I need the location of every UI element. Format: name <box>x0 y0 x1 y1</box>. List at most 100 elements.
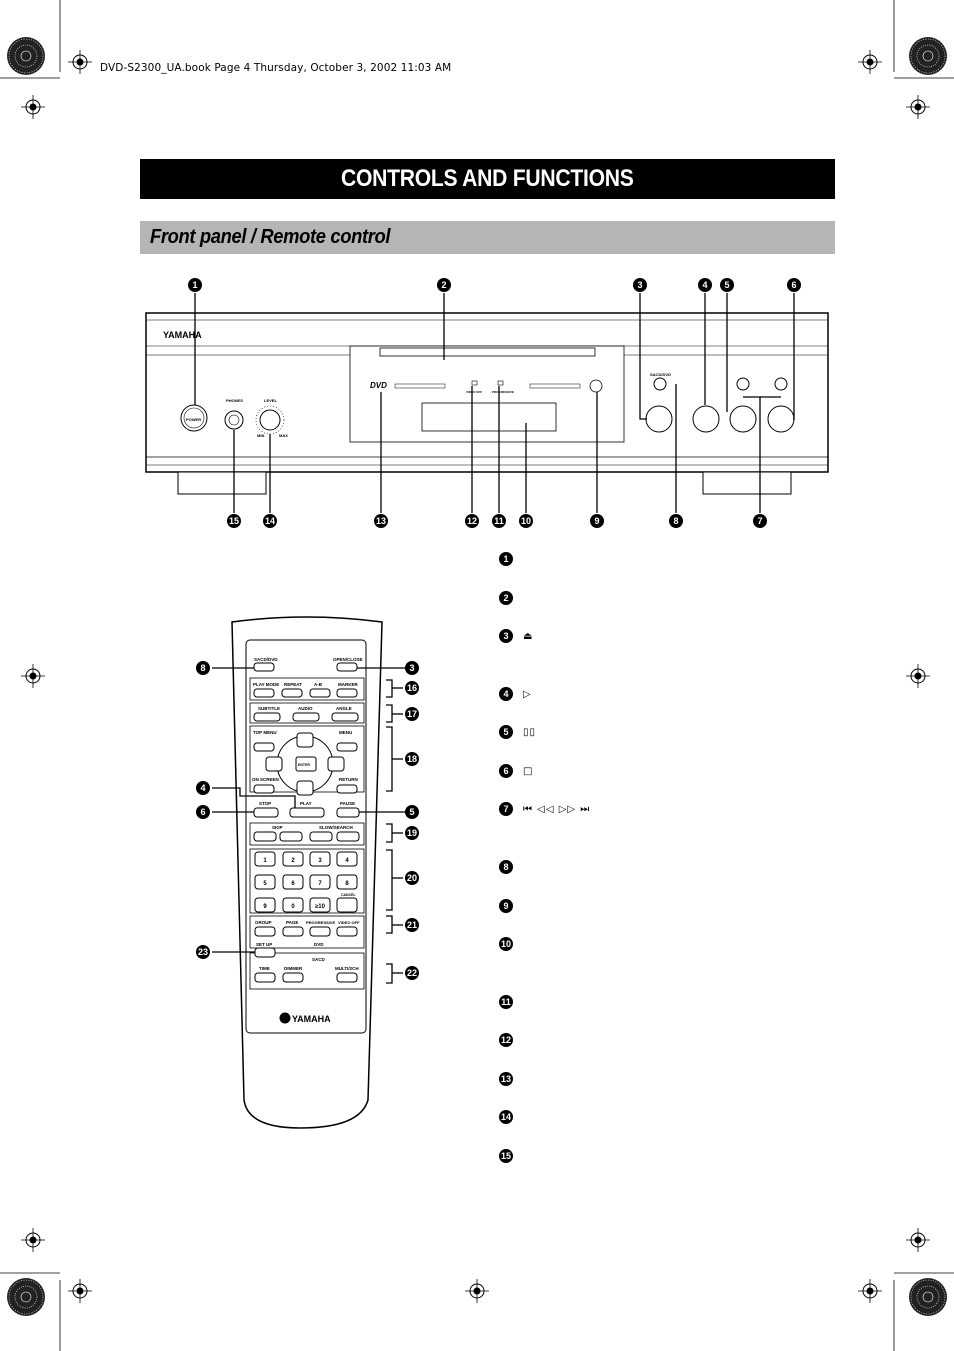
progressive-label: PROGRESSIVE <box>492 390 514 394</box>
remote-page: PAGE <box>286 920 298 925</box>
section-heading-text: Front panel / Remote control <box>150 226 391 248</box>
remote-play-mode: PLAY MODE <box>253 682 279 687</box>
callout-4: 4 <box>698 278 712 292</box>
play-icon: ▷ <box>523 688 532 700</box>
remote-labels: SACD/DVD OPEN/CLOSE PLAY MODE REPEAT A-B… <box>252 657 363 1024</box>
remote-digit: 4 <box>345 858 349 864</box>
list-item: 13 <box>499 1071 523 1087</box>
remote-callout-3: 3 <box>405 661 419 675</box>
remote-callout-22: 22 <box>405 966 419 980</box>
remote-digit: 7 <box>318 881 322 887</box>
registration-sun-mark <box>908 1277 948 1317</box>
remote-audio: AUDIO <box>298 706 313 711</box>
list-number: 14 <box>499 1110 513 1124</box>
remote-illustration <box>231 616 383 1129</box>
callout-13: 13 <box>374 514 388 528</box>
remote-marker: MARKER <box>338 682 358 687</box>
list-item: 2 <box>499 590 523 606</box>
remote-digit: 0 <box>291 904 295 910</box>
skip-search-icons: ⏮ ◁◁ ▷▷ ⏭ <box>523 803 591 815</box>
remote-callout-18: 18 <box>405 752 419 766</box>
registration-mark <box>905 1227 931 1253</box>
remote-enter: ENTER <box>298 763 310 767</box>
remote-slow-search: SLOW/SEARCH <box>319 825 353 830</box>
registration-mark <box>464 1278 490 1304</box>
remote-brand: YAMAHA <box>292 1014 331 1024</box>
remote-callout-lines <box>212 667 405 984</box>
remote-digit: 9 <box>263 904 267 910</box>
list-item: 15 <box>499 1148 523 1164</box>
registration-mark <box>905 663 931 689</box>
registration-sun-mark <box>6 36 46 76</box>
list-number: 8 <box>499 860 513 874</box>
remote-multi-2ch: MULTI/2CH <box>335 966 359 971</box>
remote-set-up: SET UP <box>256 942 272 947</box>
front-panel-labels: YAMAHA POWER PHONES LEVEL MIN MAX DVD VI… <box>163 330 671 438</box>
list-number: 4 <box>499 687 513 701</box>
registration-mark <box>857 49 883 75</box>
pause-icon: ▯▯ <box>523 726 537 738</box>
list-item: 1 <box>499 551 523 567</box>
remote-progressive: PROGRESSIVE <box>306 920 335 925</box>
remote-dimmer: DIMMER <box>284 966 303 971</box>
callout-3: 3 <box>633 278 647 292</box>
remote-callout-6: 6 <box>196 805 210 819</box>
remote-sacd-dvd: SACD/DVD <box>254 657 278 662</box>
remote-a-b: A-B <box>314 682 323 687</box>
remote-callout-16: 16 <box>405 681 419 695</box>
dvd-logo: DVD <box>370 381 387 390</box>
level-label: LEVEL <box>264 398 277 403</box>
remote-cancel: CANCEL <box>341 893 356 897</box>
list-item: 10 <box>499 936 523 952</box>
remote-group: GROUP <box>255 920 272 925</box>
page-title-text: CONTROLS AND FUNCTIONS <box>341 165 634 192</box>
remote-repeat: REPEAT <box>284 682 302 687</box>
remote-callout-17: 17 <box>405 707 419 721</box>
registration-mark <box>67 1278 93 1304</box>
list-item: 8 <box>499 859 523 875</box>
remote-digit: 2 <box>291 858 295 864</box>
list-number: 3 <box>499 629 513 643</box>
callout-9: 9 <box>590 514 604 528</box>
remote-callout-23: 23 <box>196 945 210 959</box>
remote-digit-labels: 1 2 3 4 5 6 7 8 9 0 ≥10 <box>263 858 349 910</box>
remote-time: TIME <box>259 966 270 971</box>
remote-digit: ≥10 <box>315 904 326 910</box>
remote-callout-20: 20 <box>405 871 419 885</box>
remote-stop: STOP <box>259 801 271 806</box>
callout-2: 2 <box>437 278 451 292</box>
power-label: POWER <box>186 417 201 422</box>
eject-icon: ⏏ <box>523 630 534 642</box>
list-item: 14 <box>499 1109 523 1125</box>
list-item: 11 <box>499 994 523 1010</box>
remote-menu: MENU <box>339 730 352 735</box>
list-item: 12 <box>499 1032 523 1048</box>
section-heading: Front panel / Remote control <box>140 221 835 254</box>
registration-mark <box>20 1227 46 1253</box>
remote-video-off: VIDEO OFF <box>338 920 360 925</box>
callout-6: 6 <box>787 278 801 292</box>
remote-top-menu: TOP MENU <box>253 730 277 735</box>
list-number: 5 <box>499 725 513 739</box>
level-max-label: MAX <box>279 433 288 438</box>
remote-angle: ANGLE <box>336 706 352 711</box>
video-off-label: VIDEO OFF <box>466 390 482 394</box>
callout-15: 15 <box>227 514 241 528</box>
callout-7: 7 <box>753 514 767 528</box>
front-brand: YAMAHA <box>163 330 202 340</box>
remote-digit: 8 <box>345 881 349 887</box>
remote-subtitle: SUBTITLE <box>258 706 280 711</box>
list-number: 15 <box>499 1149 513 1163</box>
list-number: 10 <box>499 937 513 951</box>
page-title: CONTROLS AND FUNCTIONS <box>140 159 835 199</box>
callout-8: 8 <box>669 514 683 528</box>
list-number: 1 <box>499 552 513 566</box>
remote-open-close: OPEN/CLOSE <box>333 657 363 662</box>
callout-10: 10 <box>519 514 533 528</box>
list-item: 7 ⏮ ◁◁ ▷▷ ⏭ <box>499 801 590 817</box>
registration-mark <box>20 663 46 689</box>
list-number: 13 <box>499 1072 513 1086</box>
remote-play: PLAY <box>300 801 312 806</box>
callout-5: 5 <box>720 278 734 292</box>
